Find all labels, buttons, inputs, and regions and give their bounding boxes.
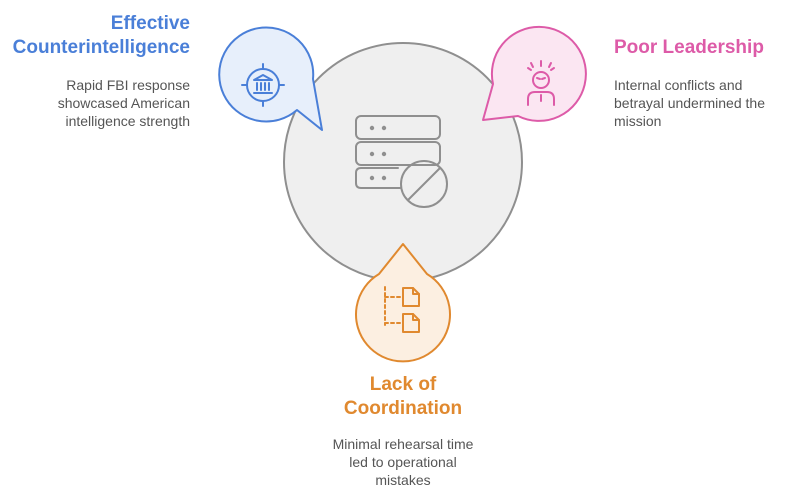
counterintelligence-description-line-1: Rapid FBI response [66, 77, 190, 93]
stressed-person-icon [527, 60, 555, 106]
counterintelligence-title-line-1: Effective [110, 13, 190, 34]
coordination-description-line-1: Minimal rehearsal time [332, 436, 474, 452]
file-tree-icon [384, 286, 420, 333]
server-blocked-icon [355, 115, 448, 208]
leadership-description-line-2: betrayal undermined the [614, 95, 765, 111]
leadership-node [482, 25, 587, 122]
counterintelligence-description-line-3: intelligence strength [65, 113, 190, 129]
coordination-description-line-3: mistakes [375, 472, 431, 488]
coordination-node [355, 243, 451, 363]
leadership-description-line-1: Internal conflicts and [614, 77, 743, 93]
counterintelligence-description: Rapid FBI response showcased American in… [10, 76, 190, 130]
coordination-description: Minimal rehearsal time led to operationa… [293, 435, 513, 489]
counterintelligence-description-line-2: showcased American [57, 95, 190, 111]
counterintelligence-node [218, 26, 323, 131]
counterintelligence-title: Effective Counterintelligence [10, 12, 190, 60]
leadership-description-line-3: mission [614, 113, 662, 129]
coordination-title-line-1: Lack of [369, 374, 437, 395]
coordination-title-line-2: Coordination [343, 398, 463, 419]
leadership-title: Poor Leadership [614, 36, 799, 60]
leadership-description: Internal conflicts and betrayal undermin… [614, 76, 799, 130]
coordination-description-line-2: led to operational [349, 454, 457, 470]
leadership-title-line-1: Poor Leadership [614, 37, 764, 58]
counterintelligence-title-line-2: Counterintelligence [12, 37, 190, 58]
coordination-title: Lack of Coordination [303, 373, 503, 421]
bank-target-icon [241, 63, 285, 107]
